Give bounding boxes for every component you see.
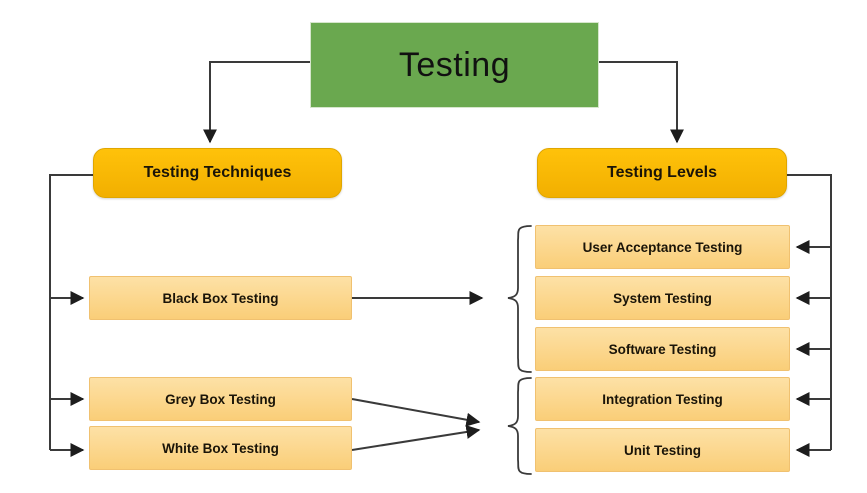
node-unit-testing[interactable]: Unit Testing [535, 428, 790, 472]
connector-right-spine [787, 174, 832, 450]
node-label-system-testing: System Testing [613, 290, 712, 306]
connector-grey-box-to-lower-group [351, 398, 481, 427]
node-label-unit-testing: Unit Testing [624, 442, 701, 458]
connector-white-box-to-lower-group [351, 425, 481, 451]
connector-root-to-techniques [203, 61, 310, 144]
node-software-testing[interactable]: Software Testing [535, 327, 790, 371]
node-grey-box-testing[interactable]: Grey Box Testing [89, 377, 352, 421]
category-node-testing-levels[interactable]: Testing Levels [537, 148, 787, 198]
node-label-black-box-testing: Black Box Testing [162, 290, 279, 306]
node-white-box-testing[interactable]: White Box Testing [89, 426, 352, 470]
root-node-testing[interactable]: Testing [310, 22, 599, 108]
node-black-box-testing[interactable]: Black Box Testing [89, 276, 352, 320]
brace-lower-levels-group [507, 377, 532, 475]
node-system-testing[interactable]: System Testing [535, 276, 790, 320]
category-label-testing-levels: Testing Levels [607, 164, 717, 181]
node-label-integration-testing: Integration Testing [602, 391, 723, 407]
node-label-white-box-testing: White Box Testing [162, 440, 279, 456]
connector-root-to-levels [599, 61, 684, 144]
node-label-grey-box-testing: Grey Box Testing [165, 391, 276, 407]
category-label-testing-techniques: Testing Techniques [143, 164, 292, 181]
category-node-testing-techniques[interactable]: Testing Techniques [93, 148, 342, 198]
node-user-acceptance-testing[interactable]: User Acceptance Testing [535, 225, 790, 269]
node-label-user-acceptance-testing: User Acceptance Testing [582, 239, 743, 255]
brace-upper-levels-group [507, 225, 532, 373]
root-node-label: Testing [398, 45, 511, 84]
node-integration-testing[interactable]: Integration Testing [535, 377, 790, 421]
node-label-software-testing: Software Testing [608, 341, 717, 357]
